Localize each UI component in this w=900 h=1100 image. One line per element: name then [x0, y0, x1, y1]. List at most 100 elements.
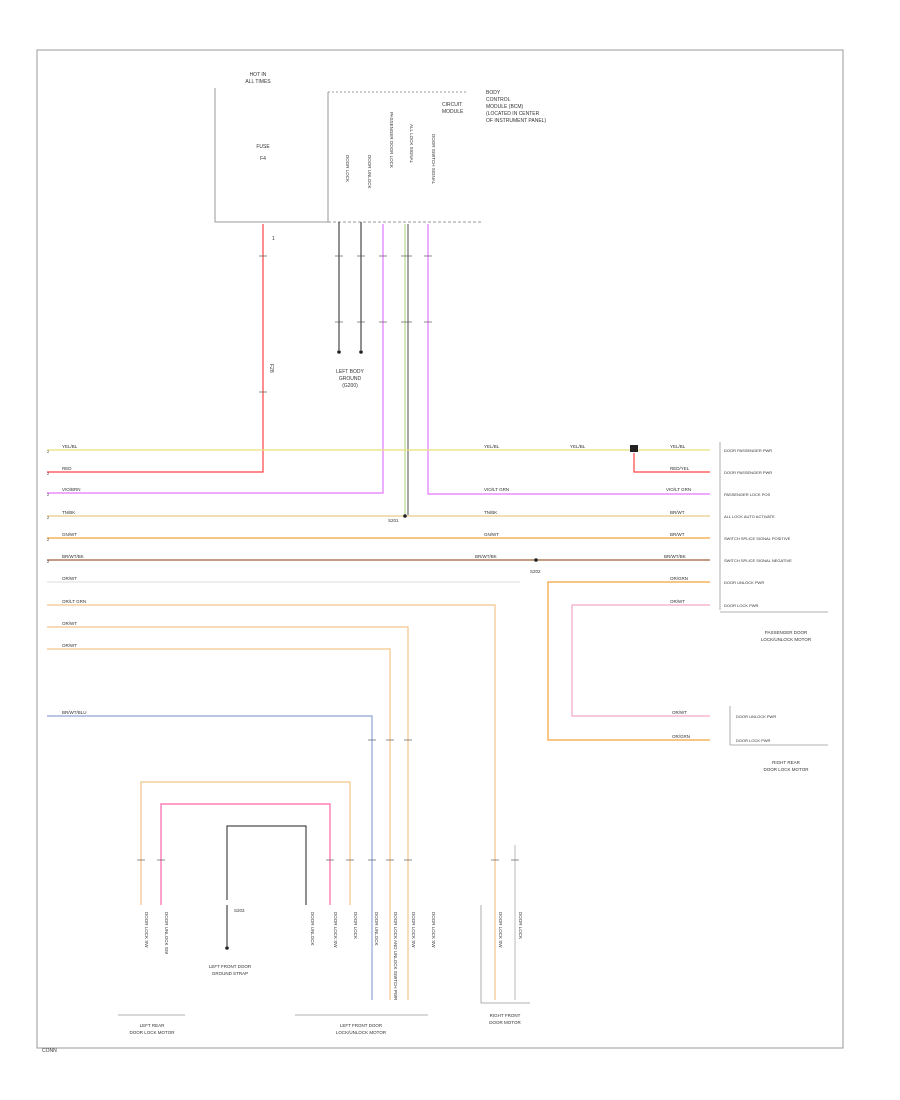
mid-label-2: VIO/LT GRN: [484, 487, 509, 492]
circuit-module: CIRCUIT MODULE BODY CONTROL MODULE (BCM)…: [327, 90, 546, 223]
rr-module-name: RIGHT REAR: [772, 760, 800, 765]
bottom-vlabel-5: DOOR UNLOCK: [374, 912, 379, 946]
module-note-2: CONTROL: [486, 97, 511, 103]
splice-label-1: S201: [388, 518, 399, 523]
left-pin-4: 2: [47, 515, 50, 520]
mid-label-5: BR/WT/BK: [475, 554, 497, 559]
rr-pin-1: DOOR UNLOCK PWR: [736, 714, 776, 719]
connector-marks: [137, 255, 519, 861]
wire-tag-f28: F28: [268, 364, 274, 373]
bottom-vlabel-1: DOOR LOCK SW: [144, 912, 149, 948]
right-pin-6: SWITCH SPLICE SIGNAL NEGATIVE: [724, 558, 792, 563]
module-note-5: OF INSTRUMENT PANEL): [486, 118, 546, 124]
left-pin-3: 2: [47, 492, 50, 497]
left-label-2: RED: [62, 466, 72, 471]
module-pin-label-1: DOOR LOCK: [345, 155, 350, 182]
fuse-box-sub: ALL TIMES: [245, 79, 271, 85]
right-pin-8: DOOR LOCK PWR: [724, 603, 759, 608]
ground-label: LEFT BODY: [336, 369, 364, 375]
right-front-name: RIGHT FRONT: [490, 1013, 521, 1018]
right-pin-3: PASSENGER LOCK POS: [724, 492, 770, 497]
ground-dot-1: [337, 350, 341, 354]
right-label-5: BR/WT: [670, 532, 685, 537]
fuse-label: FUSE: [256, 144, 270, 150]
fuse-pin: 1: [272, 236, 275, 242]
right-label-7: OR/GRN: [670, 576, 688, 581]
right-label-2: RED/YEL: [670, 466, 690, 471]
right-pin-1: DOOR PASSENGER PWR: [724, 448, 772, 453]
rr-label-1: OR/WT: [672, 710, 687, 715]
bottom-vlabel-7: DOOR LOCK SW: [411, 912, 416, 948]
left-label-8: OR/LT GRN: [62, 599, 86, 604]
mid-label-4: GN/WT: [484, 532, 499, 537]
left-front-sub: LOCK/UNLOCK MOTOR: [336, 1030, 387, 1035]
bottom-vlabel-3: DOOR LOCK SW: [333, 912, 338, 948]
fuse-number: F4: [260, 156, 266, 162]
corner-label: CONN: [42, 1048, 57, 1054]
bottom-module-names: LEFT REAR DOOR LOCK MOTOR LEFT FRONT DOO…: [42, 908, 521, 1054]
module-pin-label-3: PASSENGER DOOR LOCK: [389, 112, 394, 168]
right-pin-2: DOOR PASSENGER PWR: [724, 470, 772, 475]
left-pin-5: 2: [47, 537, 50, 542]
bottom-vlabel-8: DOOR LOCK SW: [431, 912, 436, 948]
right-pin-4: ALL LOCK AUTO ACTIVATE: [724, 514, 775, 519]
left-pin-2: 2: [47, 471, 50, 476]
left-label-3: VIO/BRN: [62, 487, 81, 492]
left-rear-name: LEFT REAR: [140, 1023, 165, 1028]
right-label-4: BR/WT: [670, 510, 685, 515]
mid-label-1b: YEL/BL: [570, 444, 586, 449]
left-label-5: GN/WT: [62, 532, 77, 537]
passenger-module-name: PASSENGER DOOR: [765, 630, 808, 635]
module-pin-label-2: DOOR UNLOCK: [367, 155, 372, 189]
left-pin-1: 2: [47, 449, 50, 454]
bottom-ground-dot: [225, 946, 229, 950]
module-name-2: MODULE: [442, 109, 464, 115]
rr-pin-2: DOOR LOCK PWR: [736, 738, 771, 743]
right-rear-module: OR/WT OR/GRN DOOR UNLOCK PWR DOOR LOCK P…: [672, 706, 828, 772]
right-label-3: VIO/LT GRN: [666, 487, 691, 492]
ground-sub: GROUND: [339, 376, 362, 382]
left-rear-sub: DOOR LOCK MOTOR: [130, 1030, 176, 1035]
right-front-sub: DOOR MOTOR: [489, 1020, 521, 1025]
module-note-4: (LOCATED IN CENTER: [486, 111, 540, 117]
passenger-module-sub: LOCK/UNLOCK MOTOR: [761, 637, 812, 642]
left-label-7: OR/WT: [62, 576, 77, 581]
left-label-10: OR/WT: [62, 643, 77, 648]
rr-module-sub: DOOR LOCK MOTOR: [764, 767, 810, 772]
bottom-vertical-labels: DOOR LOCK SW DOOR UNLOCK SW DOOR LOCK SW…: [144, 912, 523, 1001]
right-row-labels: YEL/BL RED/YEL VIO/LT GRN BR/WT BR/WT BR…: [664, 442, 828, 642]
mid-label-3: TN/BK: [484, 510, 497, 515]
main-rows: S201 S202: [47, 445, 710, 1000]
mid-label-1: YEL/BL: [484, 444, 500, 449]
mid-row-labels: YEL/BL YEL/BL VIO/LT GRN TN/BK GN/WT BR/…: [475, 444, 586, 559]
connector-block: [630, 445, 638, 452]
bottom-vlabel-9: DOOR LOCK SW: [498, 912, 503, 948]
bottom-vlabel-11: DOOR UNLOCK: [310, 912, 315, 946]
ground-dot-2: [359, 350, 363, 354]
left-row-labels: YEL/BL RED VIO/BRN TN/BK GN/WT BR/WT/BK …: [62, 444, 87, 715]
module-pin-label-4: ALL LOCK SIGNAL: [409, 124, 414, 164]
left-label-9: OR/WT: [62, 621, 77, 626]
module-note-3: MODULE (BCM): [486, 104, 524, 110]
splice-label-2: S202: [530, 569, 541, 574]
right-label-6: BR/WT/BK: [664, 554, 686, 559]
bottom-wires: [118, 781, 530, 1016]
splice-dot-1: [403, 514, 407, 518]
left-label-6: BR/WT/BK: [62, 554, 84, 559]
diagram-frame: [36, 49, 844, 1049]
splice-dot-2: [534, 558, 538, 562]
left-label-11: BR/WT/BLU: [62, 710, 87, 715]
ground-sub-2: (G200): [342, 383, 358, 389]
bottom-ground-sub: LEFT FRONT DOOR: [209, 964, 252, 969]
right-pin-7: DOOR UNLOCK PWR: [724, 580, 764, 585]
right-label-1: YEL/BL: [670, 444, 686, 449]
left-label-4: TN/BK: [62, 510, 75, 515]
bottom-vlabel-4: DOOR LOCK: [353, 912, 358, 939]
bottom-ground-label: S203: [234, 908, 245, 913]
module-note-1: BODY: [486, 90, 501, 96]
left-label-1: YEL/BL: [62, 444, 78, 449]
top-wires: F28 LEFT BODY GROUND (G200): [47, 222, 710, 515]
left-pin-6: 2: [47, 559, 50, 564]
fuse-box: HOT IN ALL TIMES FUSE F4 1: [214, 72, 328, 242]
